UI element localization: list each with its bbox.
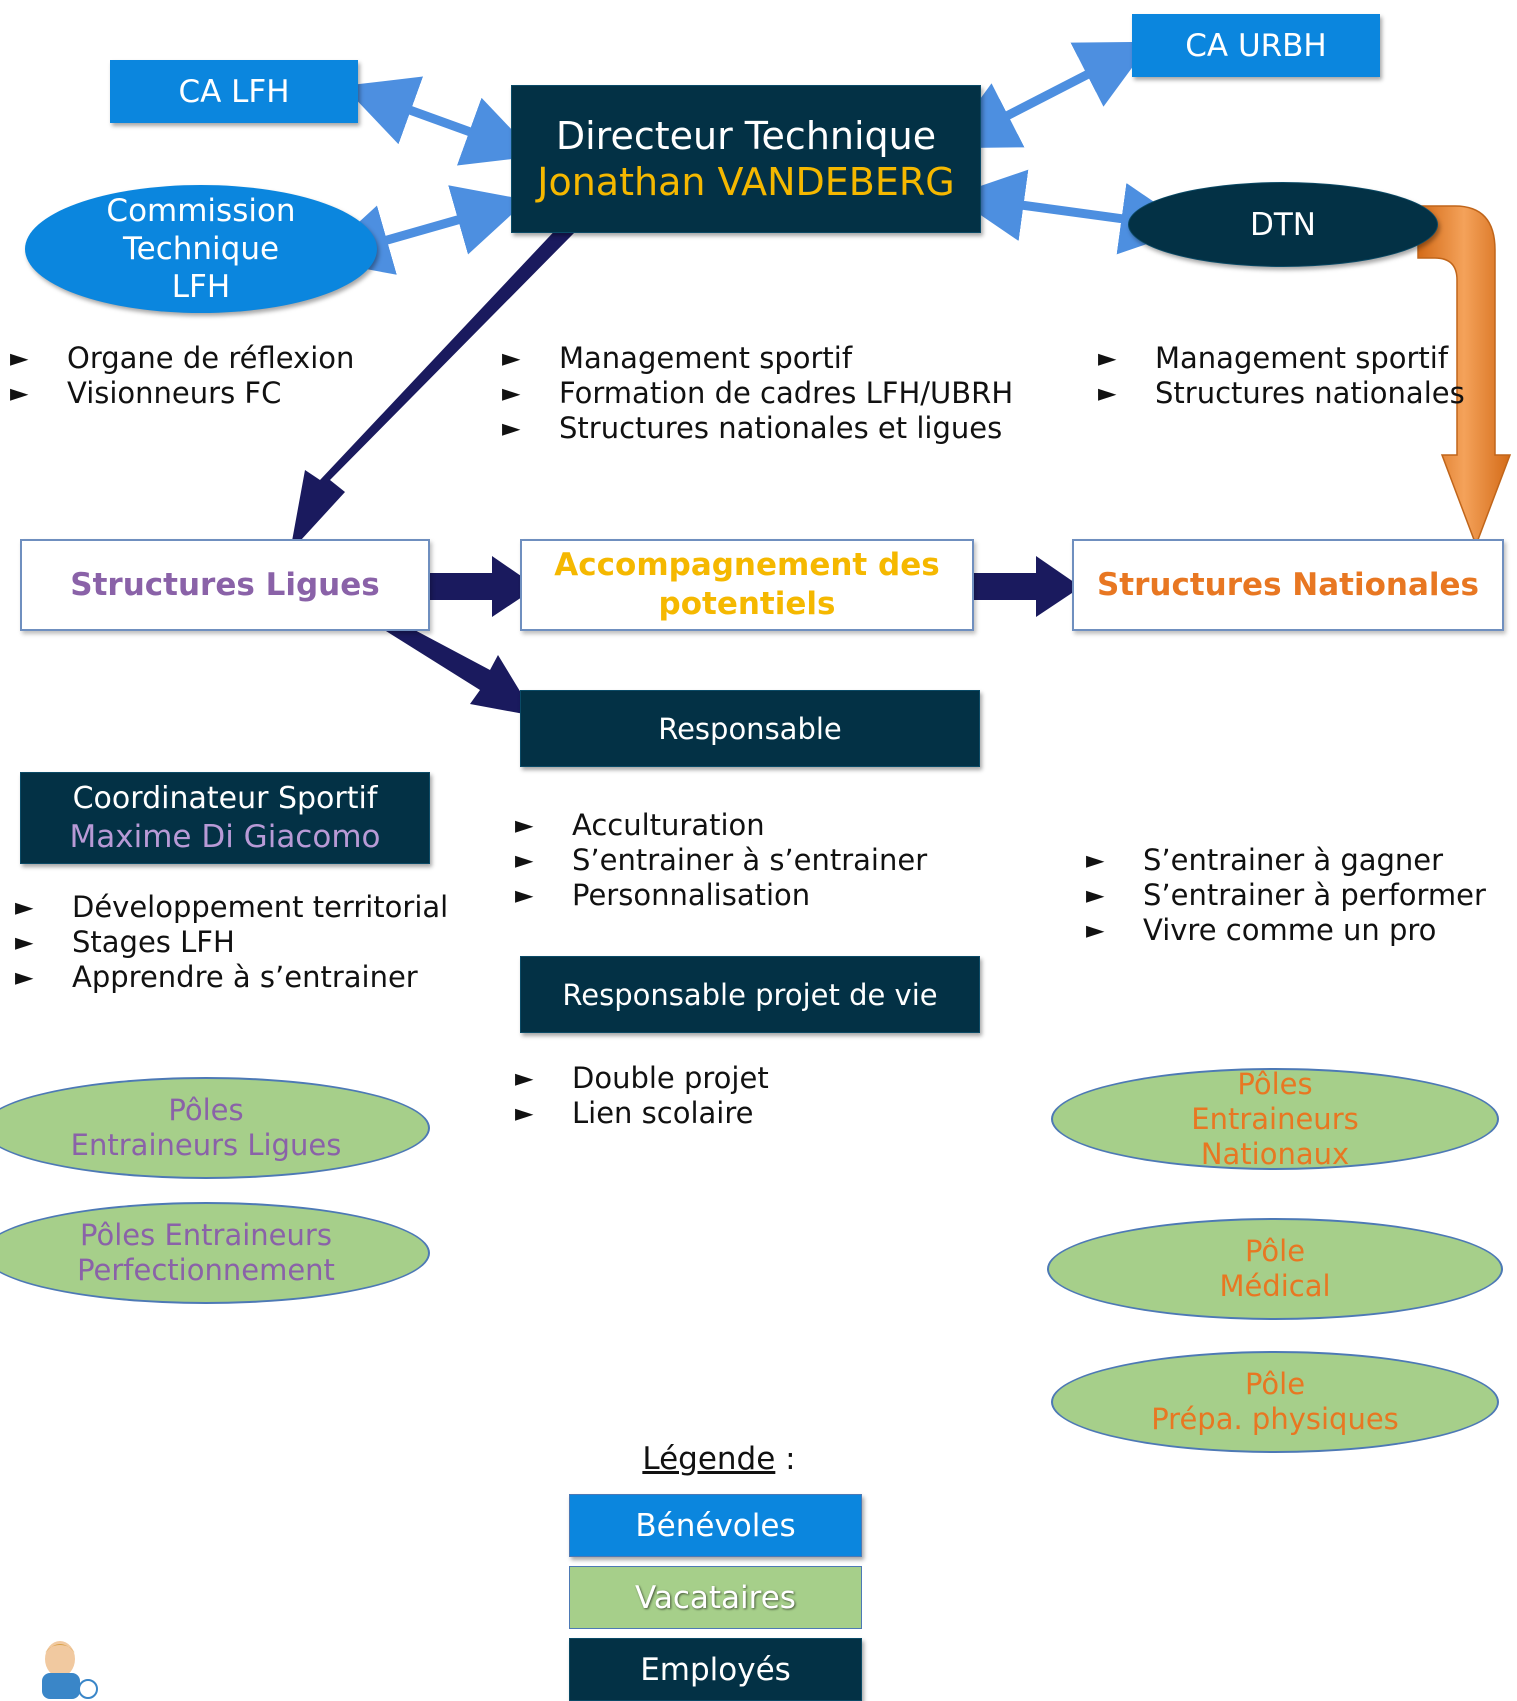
list-item: Structures nationales et ligues	[502, 411, 1013, 446]
poles-nat-line3: Nationaux	[1200, 1136, 1350, 1171]
bullet-list-director: Management sportif Formation de cadres L…	[502, 341, 1013, 446]
responsable-projet-vie-box: Responsable projet de vie	[520, 956, 980, 1033]
commission-technique-ellipse: Commission Technique LFH	[25, 185, 377, 313]
poles-perf-line1: Pôles Entraineurs	[80, 1218, 332, 1252]
legend-suffix: :	[775, 1441, 796, 1477]
structures-ligues-box: Structures Ligues	[20, 539, 430, 631]
accompagnement-box: Accompagnement des potentiels	[520, 539, 974, 631]
list-item: Formation de cadres LFH/UBRH	[502, 376, 1013, 411]
poles-ligues-line1: Pôles	[168, 1093, 244, 1127]
list-item: Management sportif	[502, 341, 1013, 376]
legend-label: Légende	[642, 1441, 776, 1477]
structures-nationales-label: Structures Nationales	[1096, 567, 1480, 603]
ca-urbh-label: CA URBH	[1185, 27, 1327, 64]
arrow-ca-lfh-director	[343, 76, 537, 166]
arrow-ca-urbh-director	[943, 41, 1152, 149]
list-item: Développement territorial	[15, 890, 448, 925]
list-item: S’entrainer à gagner	[1086, 843, 1486, 878]
list-item: Structures nationales	[1098, 376, 1465, 411]
bullet-list-coordinateur: Développement territorial Stages LFH App…	[15, 890, 448, 995]
list-item: Double projet	[515, 1061, 769, 1096]
pole-medical-line1: Pôle	[1244, 1234, 1306, 1268]
list-item: Visionneurs FC	[10, 376, 354, 411]
responsable-projet-vie-label: Responsable projet de vie	[562, 977, 938, 1012]
poles-nat-line2: Entraineurs	[1191, 1101, 1359, 1136]
list-item: Stages LFH	[15, 925, 448, 960]
arrow-accompagnement-nationales	[966, 556, 1081, 617]
bullet-list-responsable: Acculturation S’entrainer à s’entrainer …	[515, 808, 927, 913]
poles-entraineurs-nationaux-ellipse: Pôles Entraineurs Nationaux	[1051, 1066, 1499, 1171]
coordinateur-title: Coordinateur Sportif	[72, 781, 378, 816]
pole-medical-line2: Médical	[1219, 1269, 1331, 1303]
structures-ligues-label: Structures Ligues	[70, 567, 380, 603]
list-item: Apprendre à s’entrainer	[15, 960, 448, 995]
pole-prepa-line1: Pôle	[1244, 1367, 1306, 1401]
list-item: Personnalisation	[515, 878, 927, 913]
coordinateur-name: Maxime Di Giacomo	[69, 819, 381, 855]
ca-lfh-label: CA LFH	[178, 73, 290, 110]
dtn-label: DTN	[1250, 206, 1316, 243]
arrow-ligues-accompagnement	[422, 556, 537, 617]
bullet-list-projet-vie: Double projet Lien scolaire	[515, 1061, 769, 1131]
commission-line1: Commission	[106, 193, 296, 229]
list-item: Lien scolaire	[515, 1096, 769, 1131]
list-item: S’entrainer à performer	[1086, 878, 1486, 913]
director-box: Directeur Technique Jonathan VANDEBERG	[511, 85, 981, 233]
pole-medical-ellipse: Pôle Médical	[1047, 1218, 1503, 1320]
dtn-ellipse: DTN	[1128, 182, 1438, 267]
director-name: Jonathan VANDEBERG	[537, 160, 955, 204]
legend-benevoles: Bénévoles	[569, 1494, 862, 1557]
commission-line2: Technique	[122, 231, 280, 267]
poles-entraineurs-perf-ellipse: Pôles Entraineurs Perfectionnement	[0, 1202, 430, 1304]
poles-nat-line1: Pôles	[1237, 1066, 1313, 1101]
poles-perf-line2: Perfectionnement	[77, 1253, 335, 1287]
director-title: Directeur Technique	[555, 114, 937, 158]
list-item: Acculturation	[515, 808, 927, 843]
poles-entraineurs-ligues-ellipse: Pôles Entraineurs Ligues	[0, 1077, 430, 1179]
responsable-label: Responsable	[658, 711, 842, 746]
pole-prepa-ellipse: Pôle Prépa. physiques	[1051, 1351, 1499, 1453]
arrow-director-ligues	[290, 222, 575, 552]
accompagnement-line2: potentiels	[658, 586, 836, 622]
ca-urbh-box: CA URBH	[1132, 14, 1380, 77]
legend-employes: Employés	[569, 1638, 862, 1701]
legend-vacataires-label: Vacataires	[635, 1579, 796, 1616]
legend-title: Légende :	[569, 1441, 869, 1477]
list-item: Organe de réflexion	[10, 341, 354, 376]
coordinateur-box: Coordinateur Sportif Maxime Di Giacomo	[20, 772, 430, 864]
legend-employes-label: Employés	[640, 1651, 791, 1688]
bullet-list-commission: Organe de réflexion Visionneurs FC	[10, 341, 354, 411]
bullet-list-nationales: S’entrainer à gagner S’entrainer à perfo…	[1086, 843, 1486, 948]
list-item: Vivre comme un pro	[1086, 913, 1486, 948]
list-item: S’entrainer à s’entrainer	[515, 843, 927, 878]
legend-benevoles-label: Bénévoles	[635, 1507, 796, 1544]
commission-line3: LFH	[171, 269, 231, 305]
accompagnement-line1: Accompagnement des	[554, 547, 940, 583]
structures-nationales-box: Structures Nationales	[1072, 539, 1504, 631]
ca-lfh-box: CA LFH	[110, 60, 358, 123]
list-item: Management sportif	[1098, 341, 1465, 376]
bullet-list-dtn: Management sportif Structures nationales	[1098, 341, 1465, 411]
legend-vacataires: Vacataires	[569, 1566, 862, 1629]
responsable-box: Responsable	[520, 690, 980, 767]
poles-ligues-line2: Entraineurs Ligues	[70, 1128, 342, 1162]
mascot-figure	[42, 1641, 98, 1699]
pole-prepa-line2: Prépa. physiques	[1151, 1402, 1399, 1436]
